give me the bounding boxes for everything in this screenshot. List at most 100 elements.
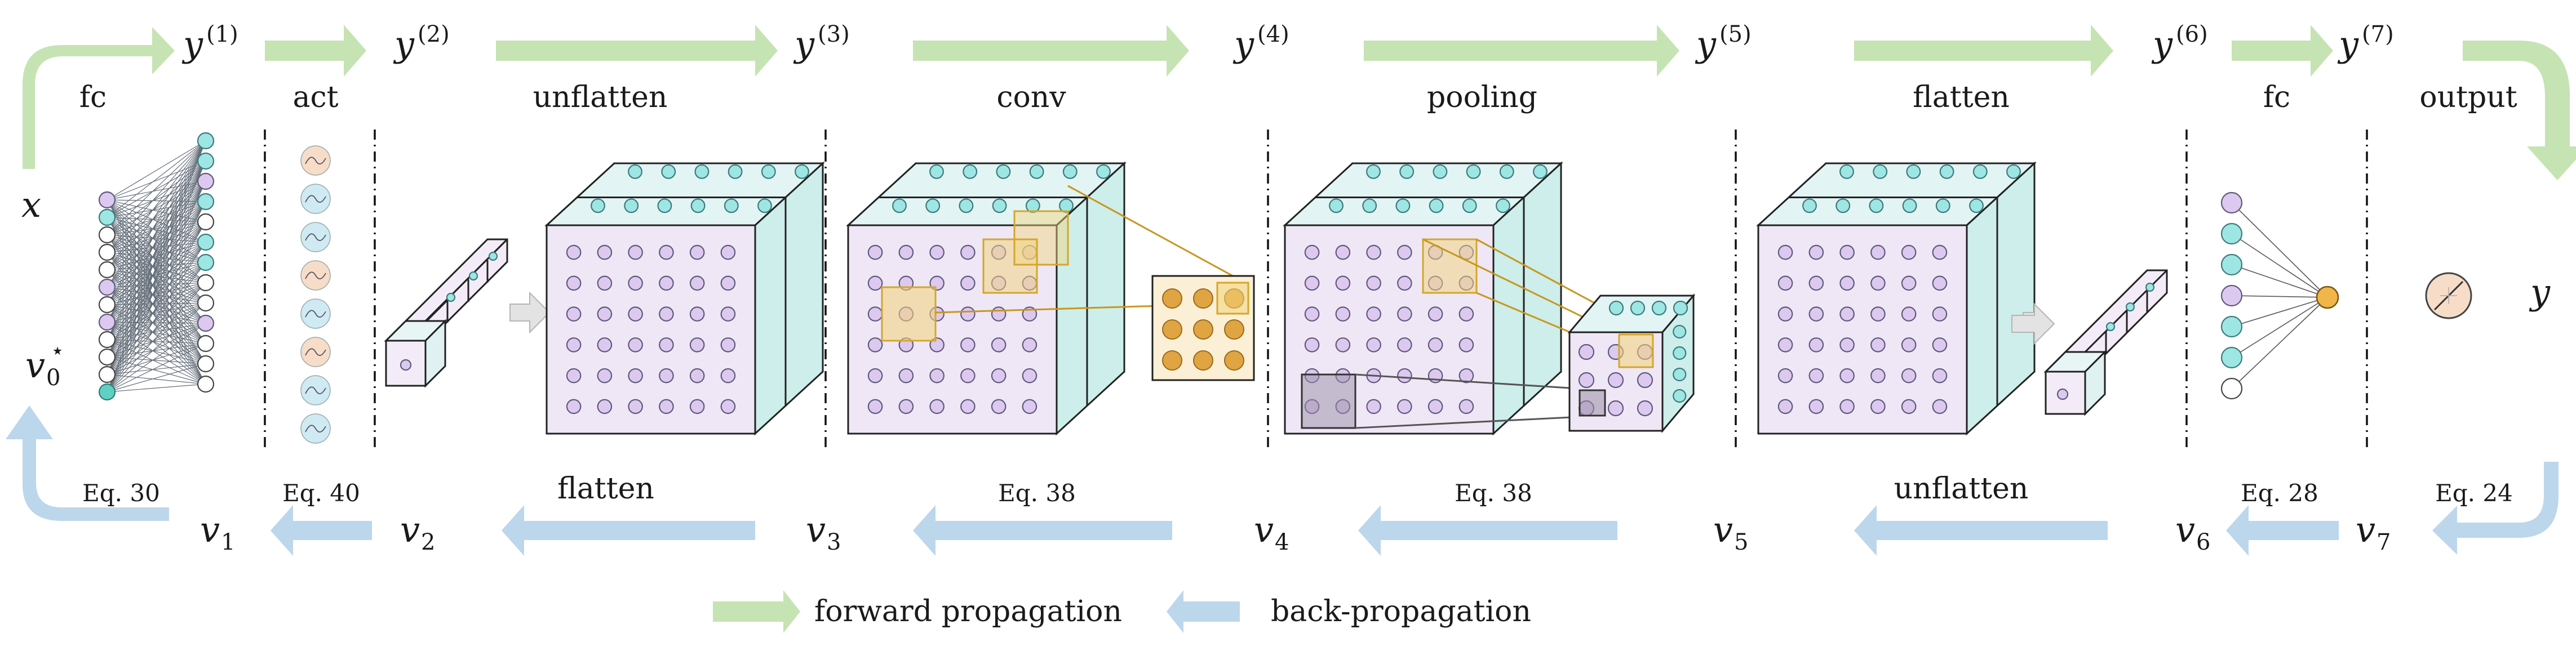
tensor-front-node (1932, 337, 1948, 353)
backward-arrows (6, 405, 2559, 556)
tensor-mid-node (959, 198, 974, 213)
tensor-front-node (720, 337, 736, 353)
pool-back-node (1673, 300, 1688, 316)
forward-arrow-1 (265, 25, 366, 77)
tensor-front-node (867, 244, 883, 260)
fc1-input-node (98, 313, 116, 331)
tensor-front-node (1366, 399, 1381, 414)
eq-label-act: Eq. 40 (282, 479, 360, 507)
tensor-back-node (761, 164, 776, 179)
stage-label-fc1: fc (79, 81, 107, 114)
tensor-front-node (720, 306, 736, 322)
tensor-back-node (1939, 164, 1954, 179)
tensor-front-node (1335, 275, 1351, 291)
tensor-front-node (867, 368, 883, 384)
backward-symbols: v1 v2 v3 v4 v5 v6 v7 (200, 509, 2391, 555)
tensor-front-node (1839, 399, 1855, 414)
tensor-back-node (1839, 164, 1854, 179)
symbol-y3: y(3) (793, 21, 850, 65)
tensor-front-node (1777, 306, 1793, 322)
pool-side-node (1673, 389, 1687, 403)
tensor-front-node (1427, 337, 1443, 353)
tensor-front-node (1397, 244, 1412, 260)
symbol-y5: y(5) (1695, 21, 1752, 65)
tensor-front-node (597, 399, 613, 414)
tensor-front-node (1304, 244, 1320, 260)
tensor-back-node (1433, 164, 1448, 179)
tensor-mid-node (1462, 198, 1477, 213)
tensor-mid-node (1969, 198, 1984, 213)
fc2-output-node (2316, 286, 2339, 309)
tensor-front-node (1397, 337, 1412, 353)
tensor-mid-node (1835, 198, 1851, 213)
tensor-front-node (689, 399, 705, 414)
tensor-front-node (1458, 399, 1474, 414)
legend-forward-label: forward propagation (814, 595, 1122, 628)
kernel-node (1193, 288, 1213, 309)
tensor-front-node (1304, 337, 1320, 353)
tensor-front-node (1870, 368, 1886, 384)
tensor-back-node (1399, 164, 1415, 179)
tensor-front-node (628, 368, 643, 384)
fc1-input-node (98, 296, 116, 314)
tensor-front-node (1839, 275, 1855, 291)
tensor-back-node (1533, 164, 1548, 179)
tensor-back-node (1499, 164, 1514, 179)
tensor-back-node (1096, 164, 1111, 179)
tensor-front-node (566, 306, 582, 322)
eq-label-pooling: Eq. 38 (1455, 479, 1532, 507)
tensor-front-node (689, 368, 705, 384)
symbol-v4: v4 (1254, 509, 1289, 555)
tensor-front-node (1304, 306, 1320, 322)
fc1-output-node (197, 253, 215, 271)
tensor-front-node (597, 306, 613, 322)
tensor-front-node (898, 399, 914, 414)
tensor-front-node (597, 337, 613, 353)
pool-side-node (1673, 346, 1687, 360)
tensor-front-node (720, 368, 736, 384)
tensor-front-node (867, 337, 883, 353)
backward-arrow-end (6, 405, 169, 521)
tensor-front-node (1458, 337, 1474, 353)
kernel-node (1193, 350, 1213, 371)
tensor-front-node (1901, 337, 1917, 353)
tensor-front-node (1870, 244, 1886, 260)
eq-label-output: Eq. 24 (2435, 479, 2513, 507)
fc1-input-node (98, 261, 116, 279)
fc2-input-node (2220, 346, 2243, 369)
tensor-front-node (689, 275, 705, 291)
pool-front-node (1637, 372, 1653, 389)
tensor-front-node (566, 368, 582, 384)
conv-window-back (982, 238, 1038, 294)
tensor-front-node (1808, 306, 1824, 322)
stage-labels: fc act unflatten conv pooling flatten fc… (79, 81, 2517, 114)
symbol-v1: v1 (200, 509, 235, 555)
fc2-input-node (2220, 315, 2243, 338)
tensor-back-node (661, 164, 676, 179)
tensor-front-node (628, 399, 643, 414)
fc1-output-node (197, 233, 215, 251)
forward-arrow-6 (2232, 25, 2333, 77)
fc-layer-2 (2220, 191, 2339, 400)
tensor-front-node (1366, 306, 1381, 322)
stage-label-flatten: flatten (1913, 81, 2010, 114)
backward-label-unflatten: unflatten (1894, 472, 2029, 506)
fc-layer-1 (98, 132, 215, 401)
forward-arrows (23, 25, 2576, 180)
tensor-front-node (1932, 306, 1948, 322)
tensor-front-node (597, 244, 613, 260)
tensor-mid-node (757, 198, 772, 213)
tensor-front-node (960, 337, 976, 353)
fc1-output-node (197, 274, 215, 292)
tensor-front-node (1335, 306, 1351, 322)
tensor-front-node (1777, 399, 1793, 414)
tensor-front-node (1335, 244, 1351, 260)
forward-arrow-5 (1854, 25, 2113, 77)
pool-side-node (1673, 324, 1687, 339)
tensor-front-node (1808, 275, 1824, 291)
tensor-front-node (566, 275, 582, 291)
fc1-output-node (197, 172, 215, 190)
tensor-mid-node (1362, 198, 1377, 213)
tensor-mid-node (724, 198, 739, 213)
symbol-v6: v6 (2175, 509, 2210, 555)
